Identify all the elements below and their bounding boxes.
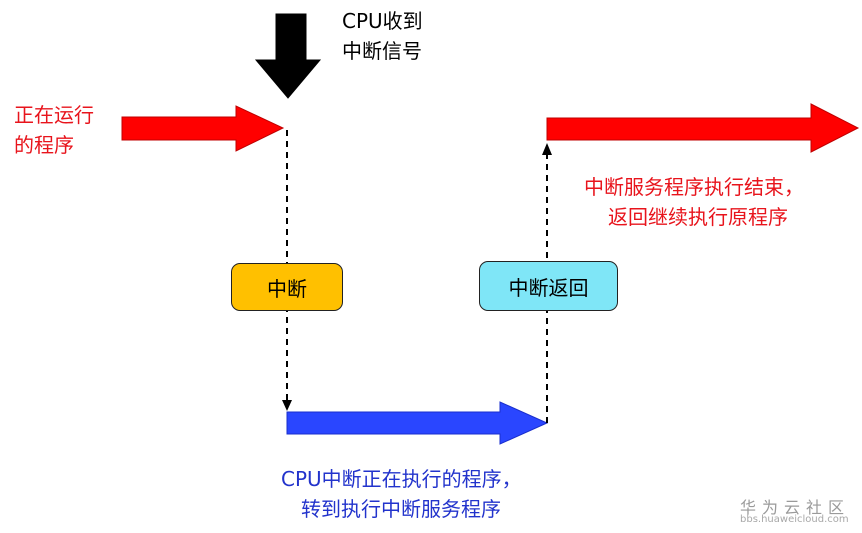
isr-done-line2: 返回继续执行原程序	[608, 205, 788, 229]
resumed-program-arrow	[546, 103, 860, 153]
running-program-label: 正在运行 的程序	[14, 100, 94, 160]
isr-execution-arrow	[286, 401, 549, 445]
cpu-receive-line1: CPU收到	[342, 9, 423, 33]
running-line2: 的程序	[14, 133, 74, 157]
isr-done-label: 中断服务程序执行结束， 返回继续执行原程序	[584, 172, 804, 232]
watermark-url: bbs.huaweicloud.com	[740, 514, 849, 525]
running-program-arrow	[121, 105, 285, 152]
cpu-interrupt-line1: CPU中断正在执行的程序，	[281, 467, 522, 491]
return-arrowhead	[542, 143, 552, 155]
cpu-receive-line2: 中断信号	[342, 39, 422, 63]
interrupt-box-label: 中断	[267, 276, 307, 301]
running-line1: 正在运行	[14, 103, 94, 127]
watermark-title: 华为云社区	[740, 498, 851, 517]
cpu-receive-signal-label: CPU收到 中断信号	[342, 6, 423, 66]
cpu-interrupt-label: CPU中断正在执行的程序， 转到执行中断服务程序	[281, 464, 522, 524]
interrupt-box: 中断	[231, 263, 343, 311]
cpu-interrupt-line2: 转到执行中断服务程序	[301, 497, 501, 521]
interrupt-return-box-label: 中断返回	[508, 275, 589, 300]
interrupt-return-box: 中断返回	[479, 261, 618, 311]
to-isr-arrowhead	[282, 400, 292, 411]
interrupt-signal-arrow	[254, 13, 322, 99]
isr-done-line1: 中断服务程序执行结束，	[584, 175, 804, 199]
